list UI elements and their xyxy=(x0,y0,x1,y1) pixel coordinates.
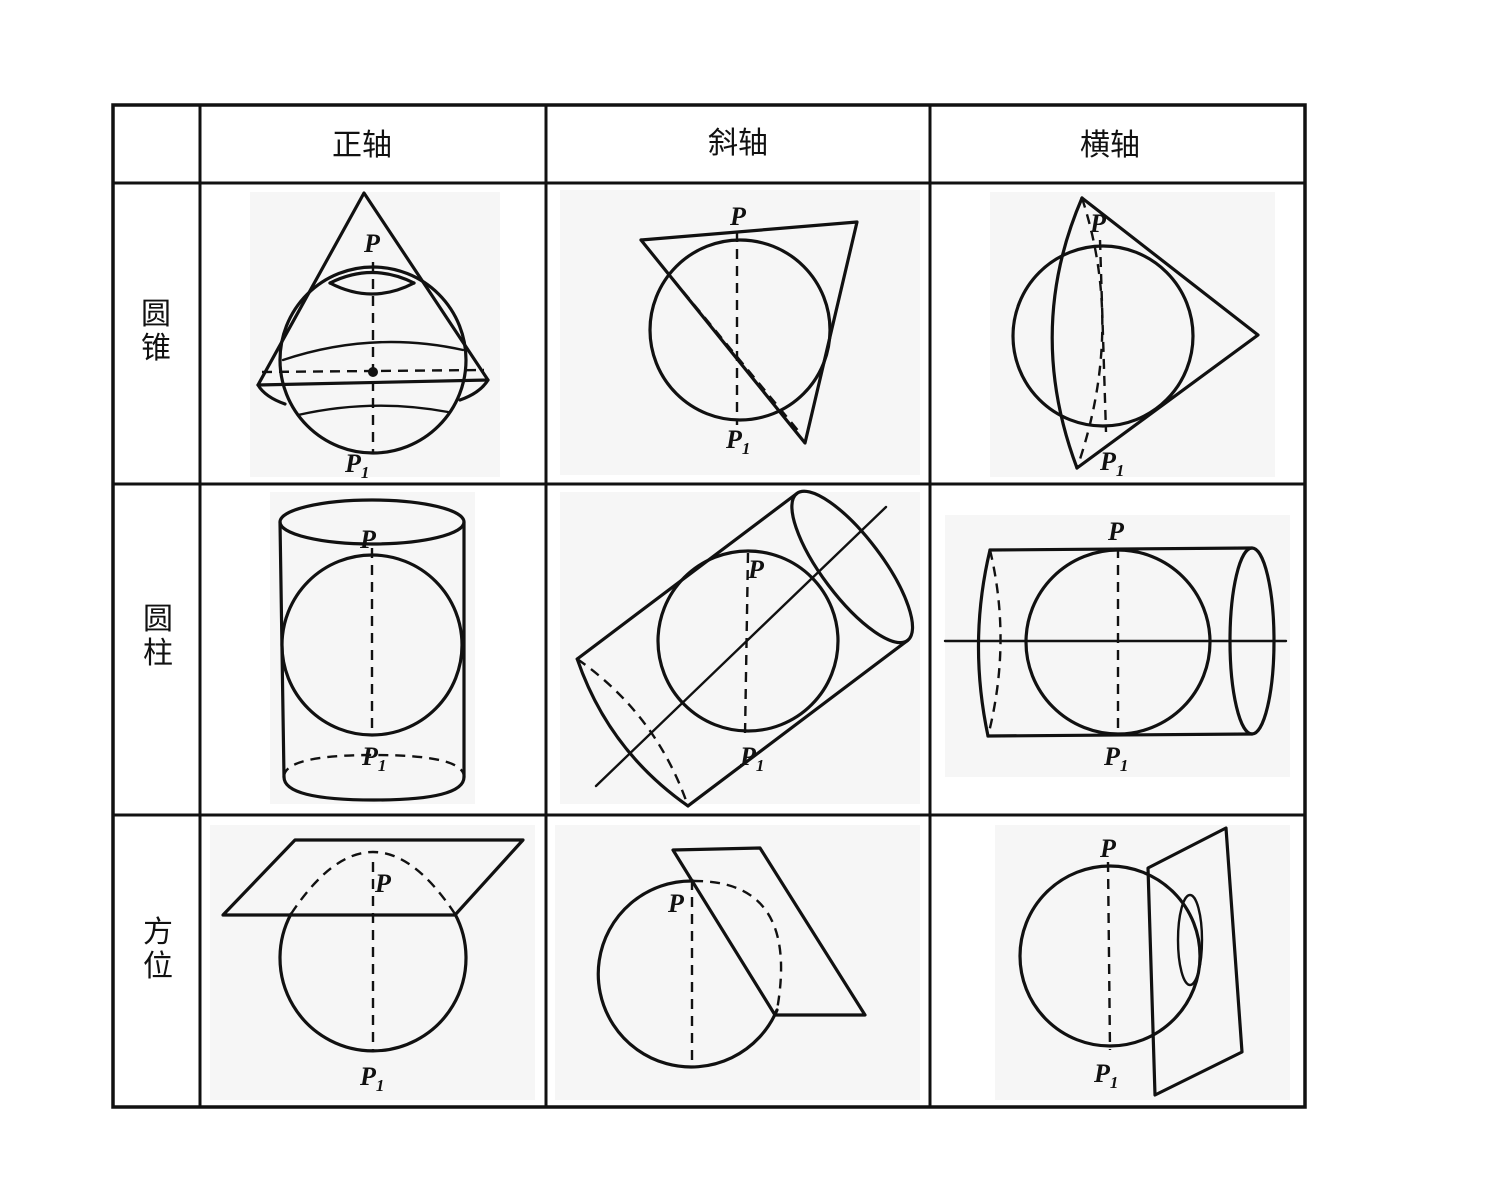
figure-cylindrical-normal: P P1 xyxy=(278,498,466,802)
figure-cylindrical-transverse: P P1 xyxy=(943,517,1288,775)
col-header-transverse-axis: 横轴 xyxy=(1080,128,1140,163)
figure-backgrounds xyxy=(210,190,1290,1100)
pole-label: P xyxy=(729,202,747,231)
pole-label: P xyxy=(1099,834,1117,863)
row-header-azimuthal-2: 位 xyxy=(143,949,173,984)
pole1-label: P1 xyxy=(361,742,386,775)
row-header-azimuthal-1: 方 xyxy=(143,915,173,950)
col-header-oblique-axis: 斜轴 xyxy=(708,126,768,161)
pole1-label: P1 xyxy=(1093,1059,1118,1092)
pole1-label: P1 xyxy=(739,742,764,775)
pole-label: P xyxy=(363,229,381,258)
row-header-cylindrical-1: 圆 xyxy=(143,602,173,637)
col-header-normal-axis: 正轴 xyxy=(332,128,392,163)
pole-label: P xyxy=(1107,517,1125,546)
pole-label: P xyxy=(747,555,765,584)
row-headers: 圆 锥 圆 柱 方 位 xyxy=(141,297,173,984)
figure-conic-normal: P P1 xyxy=(256,191,490,482)
table-grid xyxy=(111,103,1307,1109)
row-header-conic-2: 锥 xyxy=(141,331,171,366)
column-headers: 正轴 斜轴 横轴 xyxy=(332,126,1140,163)
pole-label: P xyxy=(667,889,685,918)
pole1-label: P1 xyxy=(344,449,369,482)
pole1-label: P1 xyxy=(359,1062,384,1095)
pole-label: P xyxy=(374,869,392,898)
figure-azimuthal-oblique: P xyxy=(596,846,867,1069)
row-header-conic-1: 圆 xyxy=(141,297,171,332)
row-header-cylindrical-2: 柱 xyxy=(143,636,173,671)
figure-cylindrical-oblique: P P1 xyxy=(575,489,915,808)
pole-label: P xyxy=(359,525,377,554)
pole1-label: P1 xyxy=(1099,447,1124,480)
pole-label: P xyxy=(1089,209,1107,238)
pole1-label: P1 xyxy=(725,425,750,458)
figure-azimuthal-normal: P P1 xyxy=(221,838,525,1095)
figure-azimuthal-transverse: P P1 xyxy=(1018,826,1244,1097)
figure-conic-oblique: P P1 xyxy=(639,202,859,458)
pole1-label: P1 xyxy=(1103,742,1128,775)
figure-conic-transverse: P P1 xyxy=(1011,196,1260,480)
